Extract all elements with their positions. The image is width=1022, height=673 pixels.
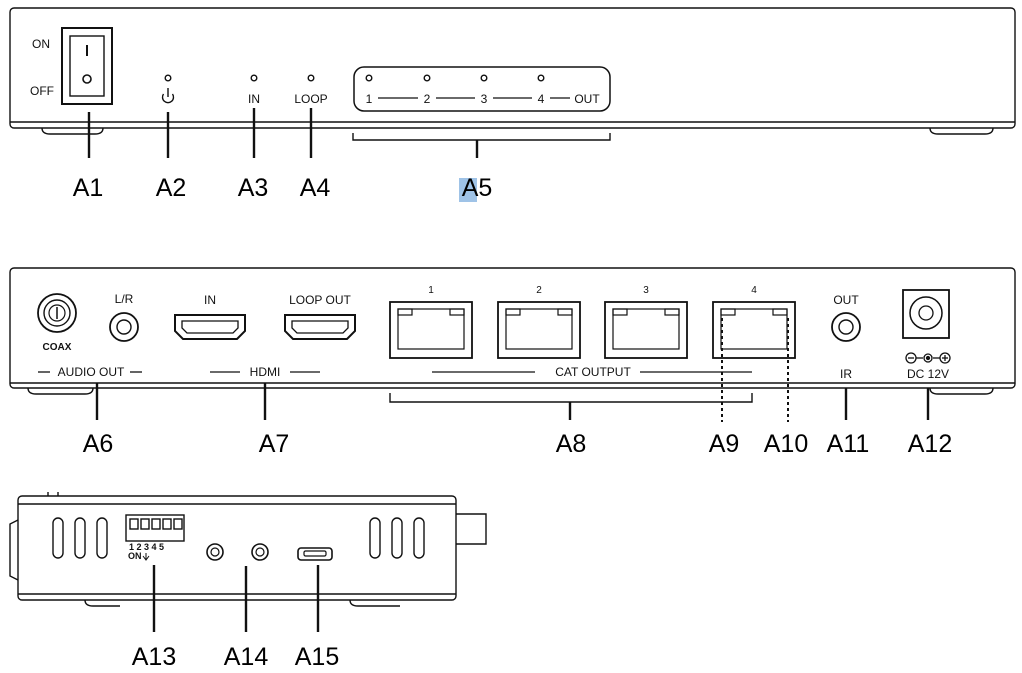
ir-jack-2-icon <box>251 543 269 561</box>
callout-a5: A5 <box>462 174 493 202</box>
callout-a15: A15 <box>295 643 339 671</box>
receiver-body <box>17 492 457 607</box>
micro-usb-port-icon <box>297 547 333 561</box>
callout-a9: A9 <box>709 430 740 458</box>
callout-a14: A14 <box>224 643 269 671</box>
rear-panel <box>9 267 1016 395</box>
rear-callout-leaders <box>95 383 930 420</box>
hdmi-in-label: IN <box>204 293 216 307</box>
vent-slots-right <box>369 517 425 559</box>
vent-slots-left <box>52 517 108 559</box>
dip-arrow-icon <box>142 553 150 561</box>
dc-polarity-icon <box>905 352 951 364</box>
coax-jack-icon <box>37 293 77 333</box>
out-led-number: 3 <box>481 92 488 106</box>
lr-audio-jack-icon <box>109 312 139 342</box>
callout-a8: A8 <box>556 430 587 458</box>
callout-a4: A4 <box>300 174 331 202</box>
callout-a2: A2 <box>156 174 187 202</box>
cat-port-number: 4 <box>751 285 757 296</box>
callout-a12: A12 <box>908 430 952 458</box>
callout-a13: A13 <box>132 643 176 671</box>
ir-out-label: OUT <box>833 293 859 307</box>
cat-port-1-icon <box>389 301 473 359</box>
dc-label: DC 12V <box>907 367 949 381</box>
out4-led-icon <box>537 74 545 82</box>
dip-on-label: ON <box>128 551 142 561</box>
dc-power-jack-icon <box>902 289 950 339</box>
loop-led-label: LOOP <box>294 92 327 106</box>
power-led-icon <box>164 74 172 82</box>
switch-off-label: OFF <box>30 84 54 98</box>
out-led-number: 1 <box>366 92 373 106</box>
out-led-number: 2 <box>424 92 431 106</box>
power-rocker-switch[interactable] <box>61 27 113 105</box>
hdmi-in-port-icon <box>174 314 246 340</box>
lr-label: L/R <box>115 292 134 306</box>
out-led-label: OUT <box>574 92 600 106</box>
loop-led-icon <box>307 74 315 82</box>
cat-port-number: 2 <box>536 285 542 296</box>
hdmi-group-label: HDMI <box>250 365 281 379</box>
in-led-icon <box>250 74 258 82</box>
hdmi-loop-out-label: LOOP OUT <box>289 293 351 307</box>
ir-out-jack-icon <box>831 312 861 342</box>
out-led-number: 4 <box>538 92 545 106</box>
audio-out-label: AUDIO OUT <box>58 365 125 379</box>
a8-bracket <box>389 393 753 403</box>
cat-port-number: 3 <box>643 285 649 296</box>
a5-bracket <box>352 133 611 141</box>
out2-led-icon <box>423 74 431 82</box>
hdmi-loop-out-port-icon <box>284 314 356 340</box>
out1-led-icon <box>365 74 373 82</box>
coax-label: COAX <box>43 342 72 353</box>
front-callout-leaders <box>87 108 479 158</box>
switch-on-label: ON <box>32 37 50 51</box>
callout-a3: A3 <box>238 174 269 202</box>
in-led-label: IN <box>248 92 260 106</box>
cat-port-number: 1 <box>428 285 434 296</box>
callout-a10: A10 <box>764 430 808 458</box>
receiver-callout-leaders <box>152 565 320 632</box>
output-led-box <box>353 66 611 112</box>
a5-highlight <box>459 178 477 202</box>
callout-a7: A7 <box>259 430 290 458</box>
callout-a6: A6 <box>83 430 114 458</box>
callout-a11: A11 <box>827 430 870 458</box>
receiver-side-tabs <box>9 513 487 581</box>
front-panel <box>9 7 1016 135</box>
power-symbol-icon <box>161 88 175 104</box>
cat-port-3-icon <box>604 301 688 359</box>
dip-switch[interactable] <box>125 514 185 542</box>
ir-label: IR <box>840 367 852 381</box>
cat-port-4-icon <box>712 301 796 359</box>
ir-jack-1-icon <box>206 543 224 561</box>
cat-output-label: CAT OUTPUT <box>555 365 631 379</box>
out3-led-icon <box>480 74 488 82</box>
callout-a1: A1 <box>73 174 104 202</box>
cat-port-2-icon <box>497 301 581 359</box>
dip-numbers: 1 2 3 4 5 <box>129 542 164 552</box>
